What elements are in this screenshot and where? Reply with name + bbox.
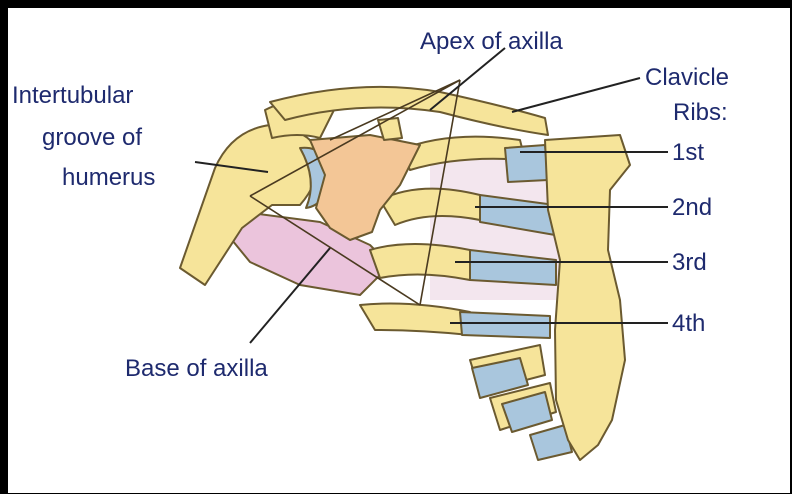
label-base: Base of axilla [125, 355, 268, 382]
label-rib-3rd: 3rd [672, 249, 707, 276]
label-rib-2nd: 2nd [672, 194, 712, 221]
label-intertubular-2: groove of [42, 124, 142, 151]
label-rib-4th: 4th [672, 310, 705, 337]
label-intertubular-3: humerus [62, 164, 155, 191]
clavicle-leader [512, 78, 640, 112]
pectoral-muscle [310, 135, 420, 240]
label-intertubular-1: Intertubular [12, 82, 133, 109]
cartilage-4 [460, 312, 550, 338]
rib-4 [360, 304, 470, 335]
label-ribs: Ribs: [673, 99, 728, 126]
cartilage-1 [505, 145, 548, 182]
sternum [545, 135, 630, 460]
label-apex: Apex of axilla [420, 28, 563, 55]
label-rib-1st: 1st [672, 139, 704, 166]
label-clavicle: Clavicle [645, 64, 729, 91]
